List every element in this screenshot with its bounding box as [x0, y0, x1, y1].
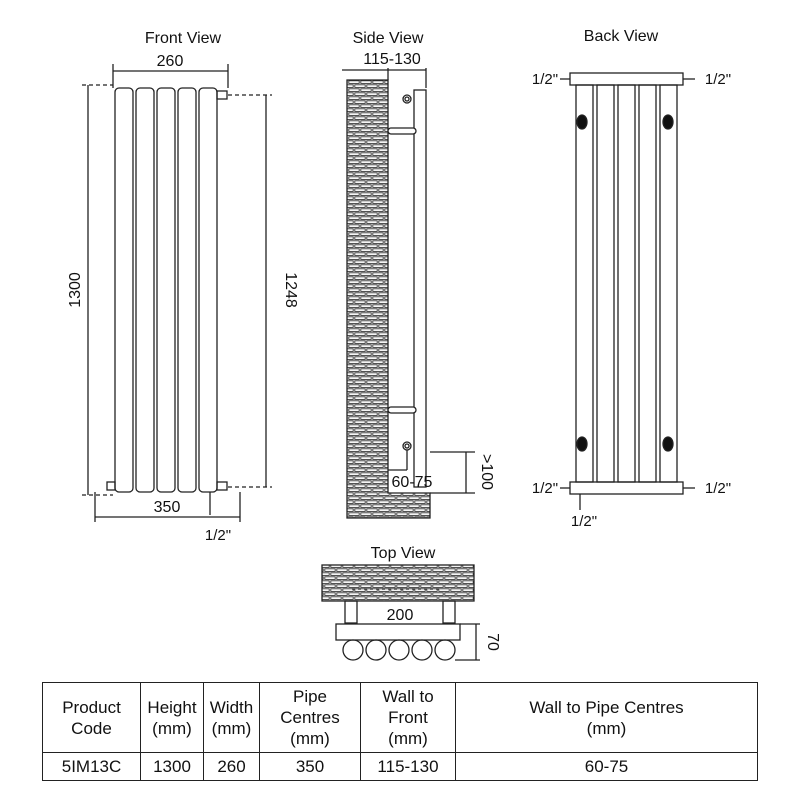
front-view-title: Front View	[145, 30, 222, 47]
front-pipe-centres-label: 350	[154, 499, 181, 516]
header-line: Product	[62, 697, 121, 717]
header-line: Pipe Centres	[280, 687, 340, 727]
side-radiator	[413, 89, 427, 488]
back-view: Back View 1/2" 1/2" 1/2" 1/2" 1/2"	[532, 28, 731, 530]
cell-pipe-centres: 350	[259, 752, 361, 781]
header-pipe-centres: Pipe Centres (mm)	[259, 682, 361, 753]
front-inner-height-label: 1248	[282, 272, 299, 308]
header-line: Wall to Pipe Centres	[529, 697, 684, 717]
top-bracket-spacing-label: 200	[387, 607, 414, 624]
header-width: Width(mm)	[203, 682, 260, 753]
header-line: (mm)	[211, 718, 252, 738]
cell-wall-to-front: 115-130	[360, 752, 456, 781]
side-floor-clearance-label: >100	[478, 454, 495, 490]
header-wall-to-front: Wall to Front (mm)	[360, 682, 456, 753]
side-view: Side View 115-130 60-75 >100	[342, 30, 495, 519]
back-top-right-label: 1/2"	[705, 71, 731, 88]
header-height: Height(mm)	[140, 682, 204, 753]
cell-product-code: 5IM13C	[42, 752, 141, 781]
back-top-left-label: 1/2"	[532, 71, 558, 88]
header-line: (mm)	[388, 729, 428, 748]
cell-width: 260	[203, 752, 260, 781]
cell-height: 1300	[140, 752, 204, 781]
header-line: (mm)	[152, 718, 192, 738]
top-wall	[321, 564, 475, 602]
back-view-title: Back View	[584, 28, 659, 45]
header-line: Width	[209, 697, 254, 717]
header-line: (mm)	[586, 718, 627, 738]
front-width-label: 260	[157, 53, 184, 70]
back-bottom-left-label: 1/2"	[532, 480, 558, 497]
front-height-label: 1300	[67, 272, 84, 308]
top-depth-label: 70	[484, 633, 501, 651]
header-line: Height	[147, 697, 197, 717]
back-bottom-right-label: 1/2"	[705, 480, 731, 497]
cell-wall-to-pipe-centres: 60-75	[455, 752, 758, 781]
top-view: Top View 200 70	[321, 545, 501, 661]
front-view: Front View 260 1300 1248 350 1/2"	[67, 30, 299, 544]
table-row: 5IM13C 1300 260 350 115-130 60-75	[42, 752, 758, 781]
header-line: (mm)	[290, 729, 330, 748]
side-view-title: Side View	[353, 30, 424, 47]
front-columns	[106, 87, 228, 515]
side-wall-to-pipe-label: 60-75	[392, 474, 433, 491]
header-wall-to-pipe-centres: Wall to Pipe Centres(mm)	[455, 682, 758, 753]
side-wall-to-front-label: 115-130	[363, 51, 421, 68]
front-connection-label: 1/2"	[205, 527, 231, 544]
back-bottom-center-label: 1/2"	[571, 513, 597, 530]
header-line: Wall to Front	[382, 687, 434, 727]
top-view-title: Top View	[371, 545, 436, 562]
header-line: Code	[71, 718, 112, 738]
